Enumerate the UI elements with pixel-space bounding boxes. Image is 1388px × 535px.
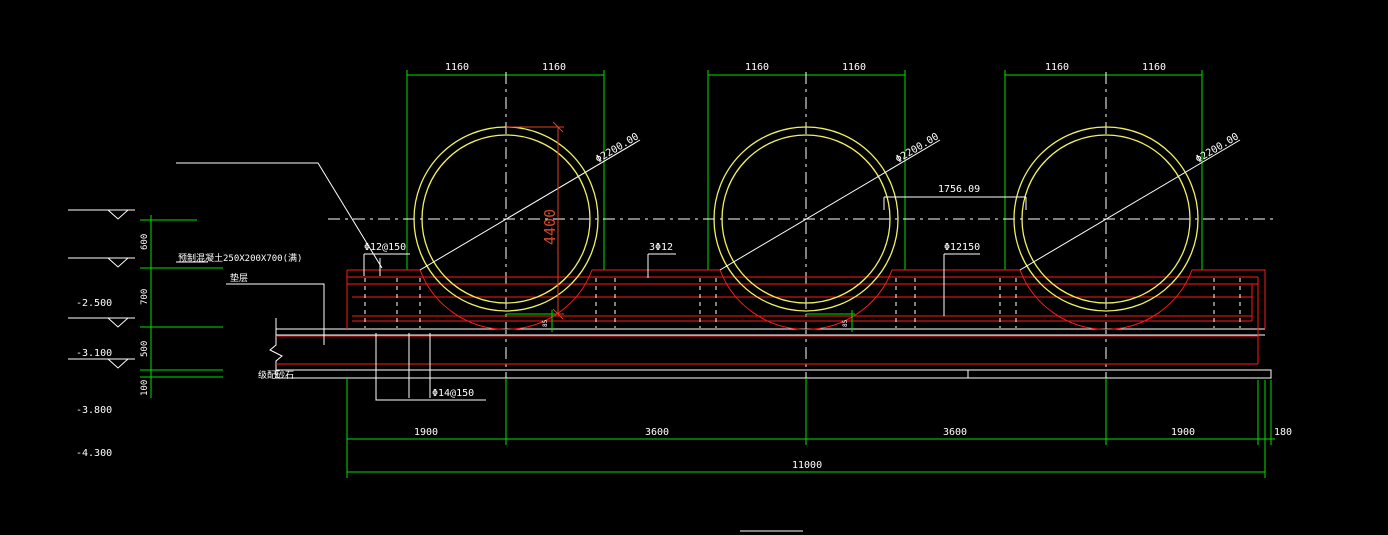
rebar-label-phi14-150: Φ14@150 [432, 388, 474, 399]
height-label: 4400 [541, 209, 559, 245]
stirrup-ticks [364, 278, 1241, 328]
dim-half-width: 1160 [1045, 62, 1069, 73]
pipe-middle [713, 126, 899, 312]
elev-level-3: -3.800 [76, 405, 112, 416]
precast-block-label: 预制混凝土250X200X700(满) [178, 252, 302, 264]
rebar-label-3phi12: 3Φ12 [649, 242, 673, 253]
gravel-label: 级配砂石 [258, 369, 294, 381]
gap-dimension [883, 196, 1027, 210]
elevation-scale [68, 209, 135, 369]
cushion-label: 垫层 [230, 272, 248, 284]
dim-bottom-seg: 1900 [1171, 427, 1195, 438]
rebar-label-phi12150: Φ12150 [944, 242, 980, 253]
dim-bottom-seg: 3600 [645, 427, 669, 438]
dim-total: 11000 [792, 460, 822, 471]
rebar-label-phi12-150: Φ12@150 [364, 242, 406, 253]
rebar-cage [276, 269, 1266, 365]
dim-bottom-edge: 180 [1274, 427, 1292, 438]
elev-level-2: -3.100 [76, 348, 112, 359]
top-dimension-labels: 1160 1160 1160 1160 1160 1160 [445, 62, 1166, 73]
elevation-dim-chain [140, 215, 223, 398]
small-dim-label: 85 [842, 319, 849, 327]
diameter-leaders [419, 139, 1241, 271]
dim-half-width: 1160 [445, 62, 469, 73]
gap-label: 1756.09 [938, 184, 980, 195]
small-dims [506, 310, 855, 332]
pipe-right [1013, 126, 1199, 312]
small-dim-label: 85 [542, 319, 549, 327]
elev-seg-600: 600 [140, 234, 150, 250]
elev-level-1: -2.500 [76, 298, 112, 309]
bottom-dimension-labels: 1900 3600 3600 1900 180 11000 [414, 427, 1292, 471]
dim-half-width: 1160 [842, 62, 866, 73]
elev-seg-700: 700 [140, 289, 150, 305]
dim-half-width: 1160 [542, 62, 566, 73]
elevation-segment-labels: 600 700 500 100 [140, 234, 150, 396]
elev-seg-100: 100 [140, 380, 150, 396]
dim-half-width: 1160 [745, 62, 769, 73]
elev-seg-500: 500 [140, 341, 150, 357]
dim-half-width: 1160 [1142, 62, 1166, 73]
dim-bottom-seg: 1900 [414, 427, 438, 438]
bottom-dimension-lines [346, 378, 1275, 478]
annotation-leaders [176, 162, 980, 401]
elev-level-4: -4.300 [76, 448, 112, 459]
dim-bottom-seg: 3600 [943, 427, 967, 438]
